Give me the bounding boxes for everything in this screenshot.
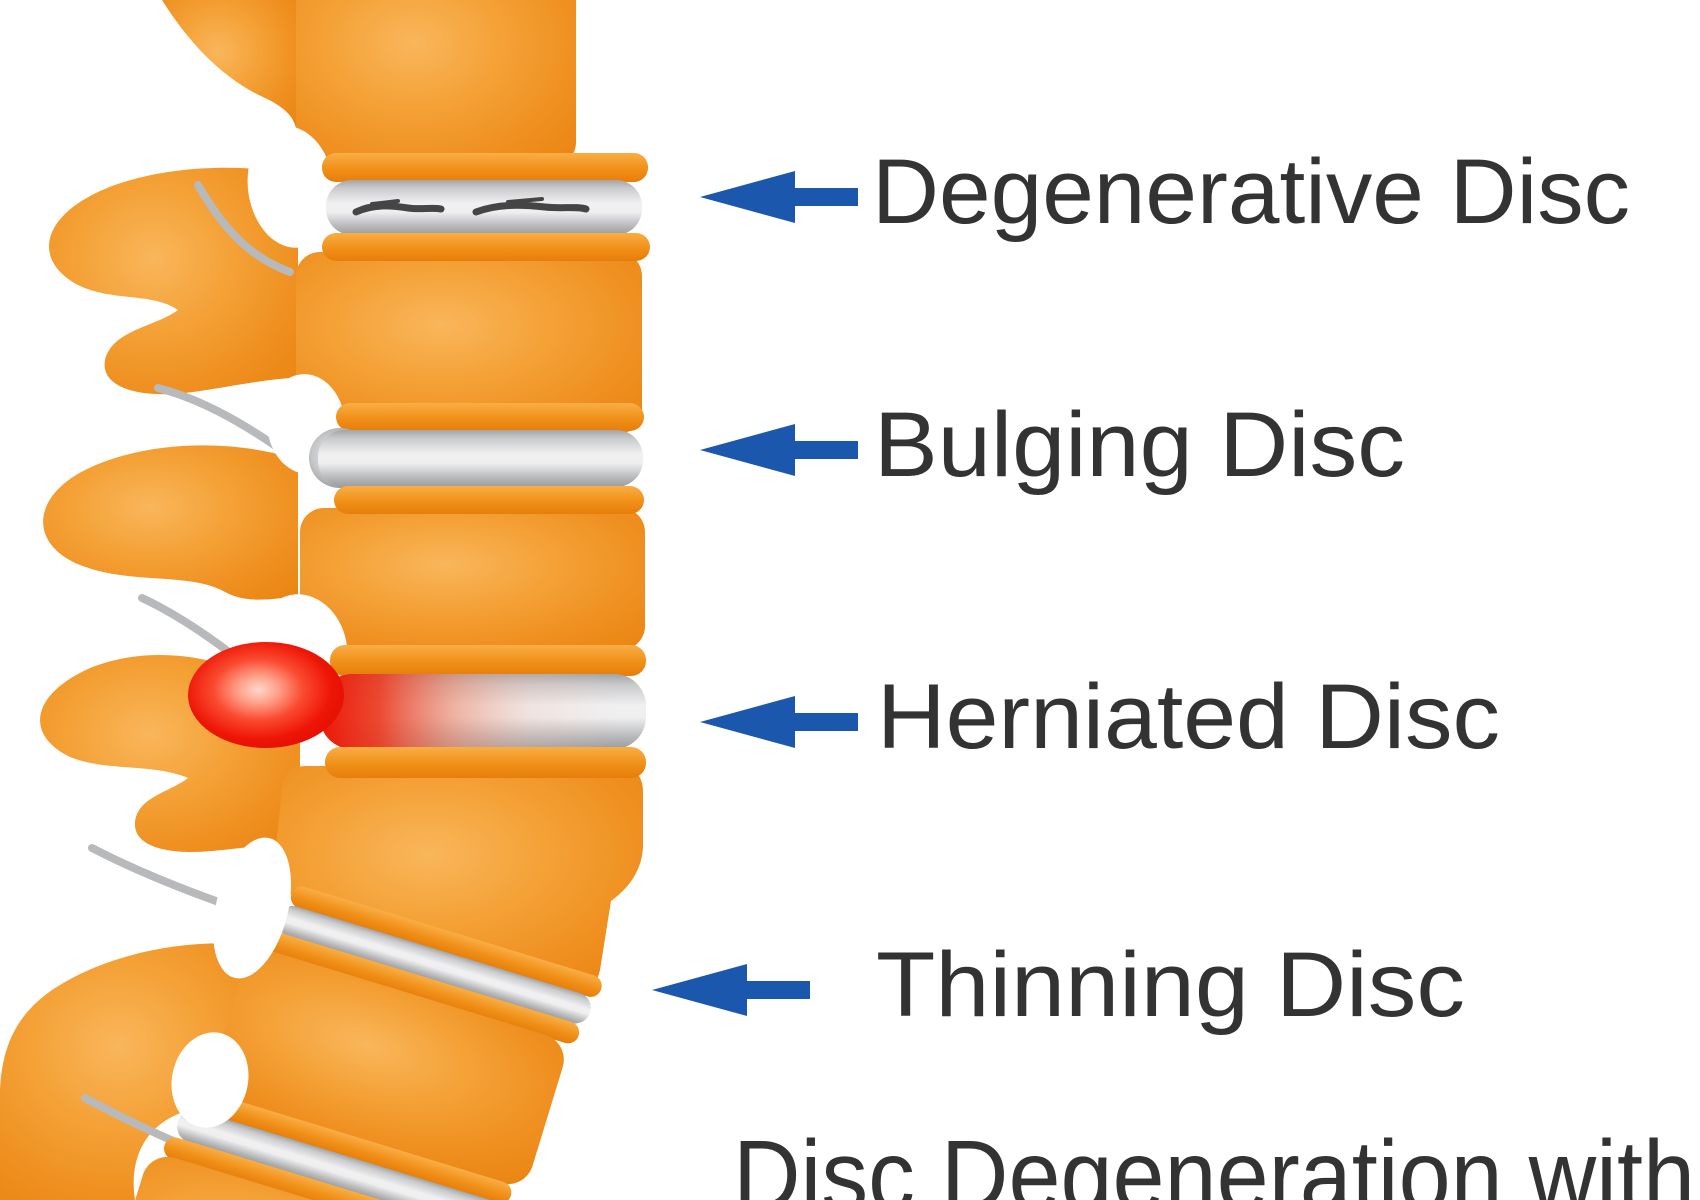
hernia-red-blob [188, 642, 344, 748]
disc-slab [318, 430, 643, 487]
bottom-disc [177, 1109, 499, 1200]
disc-lip [330, 645, 646, 676]
disc-label: Bulging Disc [874, 394, 1405, 496]
disc-lip [164, 1137, 485, 1200]
disc-cracks [352, 197, 590, 216]
left-arrow-icon [700, 171, 858, 223]
bulging-disc [309, 403, 644, 514]
disc-lip [264, 931, 580, 1044]
vertebral-bodies [112, 0, 645, 1200]
vertebra-body [300, 508, 645, 650]
herniated-disc [188, 642, 646, 778]
spinous-process [162, 0, 296, 128]
left-arrow-icon [652, 964, 810, 1016]
foramen [247, 126, 335, 248]
spinous-process [43, 445, 298, 600]
spinous-process [0, 943, 282, 1200]
disc-label: Herniated Disc [877, 666, 1500, 768]
left-arrow-icon [700, 424, 858, 476]
vertebra-body [212, 951, 564, 1185]
disc-label: Degenerative Disc [872, 141, 1630, 243]
disc-lip [325, 747, 646, 778]
disc-lip [334, 486, 644, 514]
left-arrow-icon [700, 696, 858, 748]
foramen [212, 837, 292, 979]
disc-lip [322, 233, 650, 261]
disc-lip [322, 153, 648, 182]
disc-lip [190, 1090, 512, 1200]
caption: Disc Degeneration with [733, 1120, 1695, 1200]
disc-lip [290, 886, 602, 997]
vertebra-body [296, 252, 642, 434]
disc-label: Thinning Disc [876, 934, 1465, 1036]
spinous-process [49, 167, 298, 395]
vertebra-body [273, 766, 643, 986]
hernia-fade [320, 674, 620, 749]
lower-spine-tilted [112, 886, 602, 1200]
thinning-disc [277, 905, 591, 1024]
annotations: Degenerative Disc Bulging Disc Herniated… [652, 141, 1695, 1200]
degenerative-disc [322, 153, 650, 261]
disc-lip [336, 403, 644, 431]
foramen [171, 1032, 249, 1128]
vertebra-body [296, 0, 576, 168]
